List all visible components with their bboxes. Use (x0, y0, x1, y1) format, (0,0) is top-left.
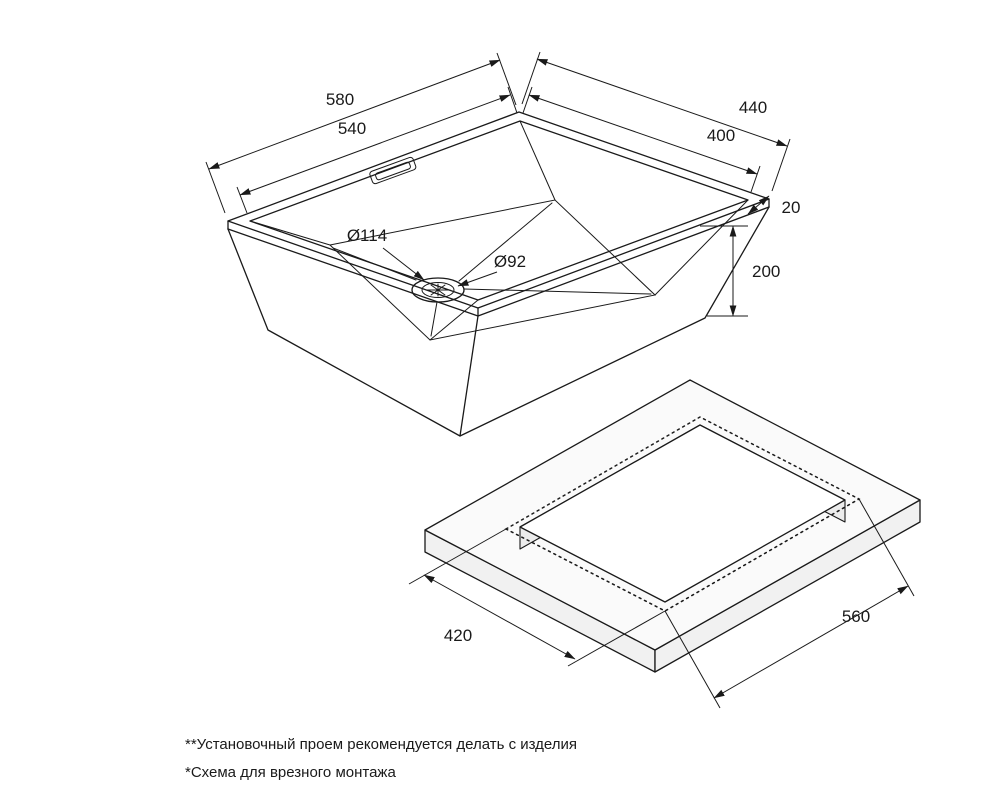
dim-label-20: 20 (782, 198, 801, 217)
footnotes: **Установочный проем рекомендуется делат… (185, 736, 577, 781)
dim-label-drain-outer: Ø114 (347, 226, 387, 245)
dim-label-580: 580 (326, 90, 354, 109)
ext-line (205, 161, 226, 214)
dim-label-200: 200 (752, 262, 780, 281)
dim-label-420: 420 (444, 626, 472, 645)
dim-line-20 (747, 195, 770, 215)
cutout-opening (519, 424, 846, 603)
dim-line-420 (423, 574, 576, 660)
bowl-corner-left (249, 220, 331, 246)
ext-line (750, 165, 761, 193)
bowl-bottom-outline (328, 199, 657, 341)
dim-label-400: 400 (707, 126, 735, 145)
ext-line (496, 52, 517, 106)
cutout-dimensions: 420 560 (408, 498, 915, 709)
drain-crease-right (463, 288, 652, 295)
leader-line-drain-outer (382, 247, 425, 281)
drain (411, 277, 465, 303)
footnote-flush-mount: *Схема для врезного монтажа (185, 764, 396, 781)
drain-crease-front (430, 301, 438, 337)
dim-label-440: 440 (739, 98, 767, 117)
dim-line-540 (239, 94, 511, 196)
ext-line (507, 86, 518, 114)
drain-inner-ring (421, 282, 455, 298)
sink-inner-rim-edge (249, 120, 749, 301)
leader-line-drain-inner (457, 271, 498, 287)
ext-line (567, 610, 666, 667)
dim-line-560 (713, 585, 909, 699)
dim-label-540: 540 (338, 119, 366, 138)
drain-crease-back (458, 202, 553, 282)
bowl-corner-front (429, 299, 479, 341)
sink-body-front-corner (459, 315, 479, 437)
ext-line (664, 610, 721, 709)
ext-line (236, 186, 248, 214)
ext-line (522, 86, 533, 114)
dim-label-560: 560 (842, 607, 870, 626)
footnote-install-opening: **Установочный проем рекомендуется делат… (185, 736, 577, 753)
bowl-corner-right (654, 199, 749, 296)
ext-line (858, 498, 915, 597)
drain-crease-left (332, 247, 417, 281)
dim-line-400 (528, 94, 758, 175)
sink-dimensions: 580 540 440 400 20 200 Ø114 Ø92 (205, 51, 801, 317)
cutout-template-view (424, 379, 921, 673)
ext-line (771, 138, 791, 192)
drain-outer-ring (411, 277, 465, 303)
dim-label-drain-inner: Ø92 (494, 252, 526, 271)
